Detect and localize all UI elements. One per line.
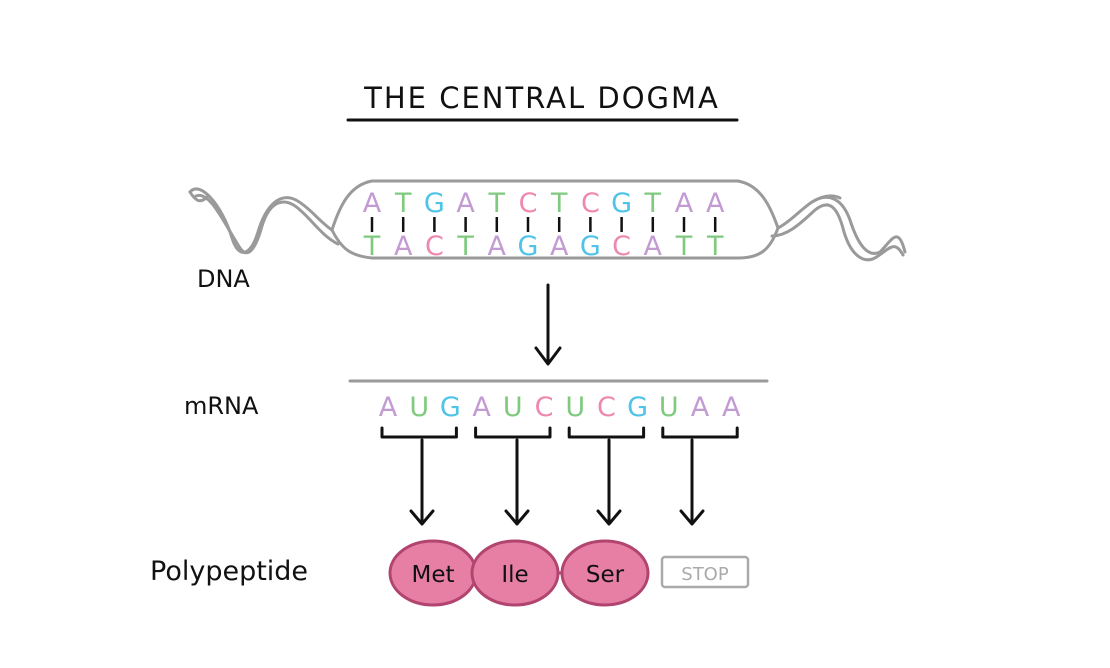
stop-codon-box: STOP — [660, 555, 750, 589]
amino-acid-label: Ile — [501, 562, 528, 588]
dna-helix — [188, 179, 907, 262]
transcription-arrow — [534, 283, 562, 366]
polypeptide-chain: Met Ile Ser — [388, 539, 650, 607]
dna-bottom-base: A — [488, 231, 507, 262]
dna-top-base: G — [611, 188, 632, 219]
mrna-base: U — [503, 392, 523, 423]
dna-top-base: T — [550, 188, 568, 219]
codon-bracket — [474, 426, 552, 439]
amino-acid-label: Ser — [586, 562, 625, 588]
dna-base-pairs — [370, 217, 717, 232]
mrna-base: A — [722, 392, 741, 423]
dna-bottom-base: G — [518, 231, 539, 262]
mrna-base: C — [597, 392, 616, 423]
mrna-base: A — [691, 392, 710, 423]
codon-bracket — [661, 426, 739, 439]
dna-top-base: G — [424, 188, 445, 219]
dna-bottom-base: A — [550, 231, 569, 262]
arrow-head — [679, 509, 705, 526]
codon-bracket — [380, 426, 458, 439]
dna-bottom-base: T — [363, 231, 381, 262]
dna-bottom-base: G — [580, 231, 601, 262]
dna-top-base: A — [706, 188, 725, 219]
codon-bracket — [567, 426, 646, 439]
amino-acid-bead — [470, 539, 560, 607]
dna-bottom-base: T — [456, 231, 474, 262]
page-title: THE CENTRAL DOGMA — [363, 81, 720, 115]
mrna-base: G — [440, 392, 461, 423]
mrna-base: U — [659, 392, 679, 423]
amino-acid-bead — [560, 539, 650, 607]
dna-top-base: T — [644, 188, 662, 219]
mrna-base: A — [379, 392, 398, 423]
polypeptide-label: Polypeptide — [150, 556, 308, 587]
dna-top-base: C — [581, 188, 600, 219]
mrna-base: U — [565, 392, 585, 423]
arrow-head — [504, 509, 530, 526]
arrow-head — [596, 509, 622, 526]
mrna-base: A — [472, 392, 491, 423]
dna-top-base: C — [519, 188, 538, 219]
dna-top-base: T — [488, 188, 506, 219]
dna-label: DNA — [197, 265, 250, 293]
dna-top-base: A — [363, 188, 382, 219]
dna-bottom-base: A — [644, 231, 663, 262]
dna-bottom-base: T — [675, 231, 693, 262]
dna-bottom-base: T — [706, 231, 724, 262]
mrna-base: G — [627, 392, 648, 423]
dna-bottom-base: A — [394, 231, 413, 262]
stop-label: STOP — [681, 564, 729, 585]
mrna-base: C — [535, 392, 554, 423]
dna-top-base: A — [456, 188, 475, 219]
dna-bottom-base: C — [425, 231, 444, 262]
dna-top-base: A — [675, 188, 694, 219]
mrna-base: U — [409, 392, 429, 423]
arrow-head — [409, 509, 435, 526]
dna-top-base: T — [394, 188, 412, 219]
mrna-label: mRNA — [184, 392, 259, 420]
codon-brackets — [380, 426, 739, 526]
dna-bottom-base: C — [612, 231, 631, 262]
amino-acid-label: Met — [411, 562, 454, 588]
